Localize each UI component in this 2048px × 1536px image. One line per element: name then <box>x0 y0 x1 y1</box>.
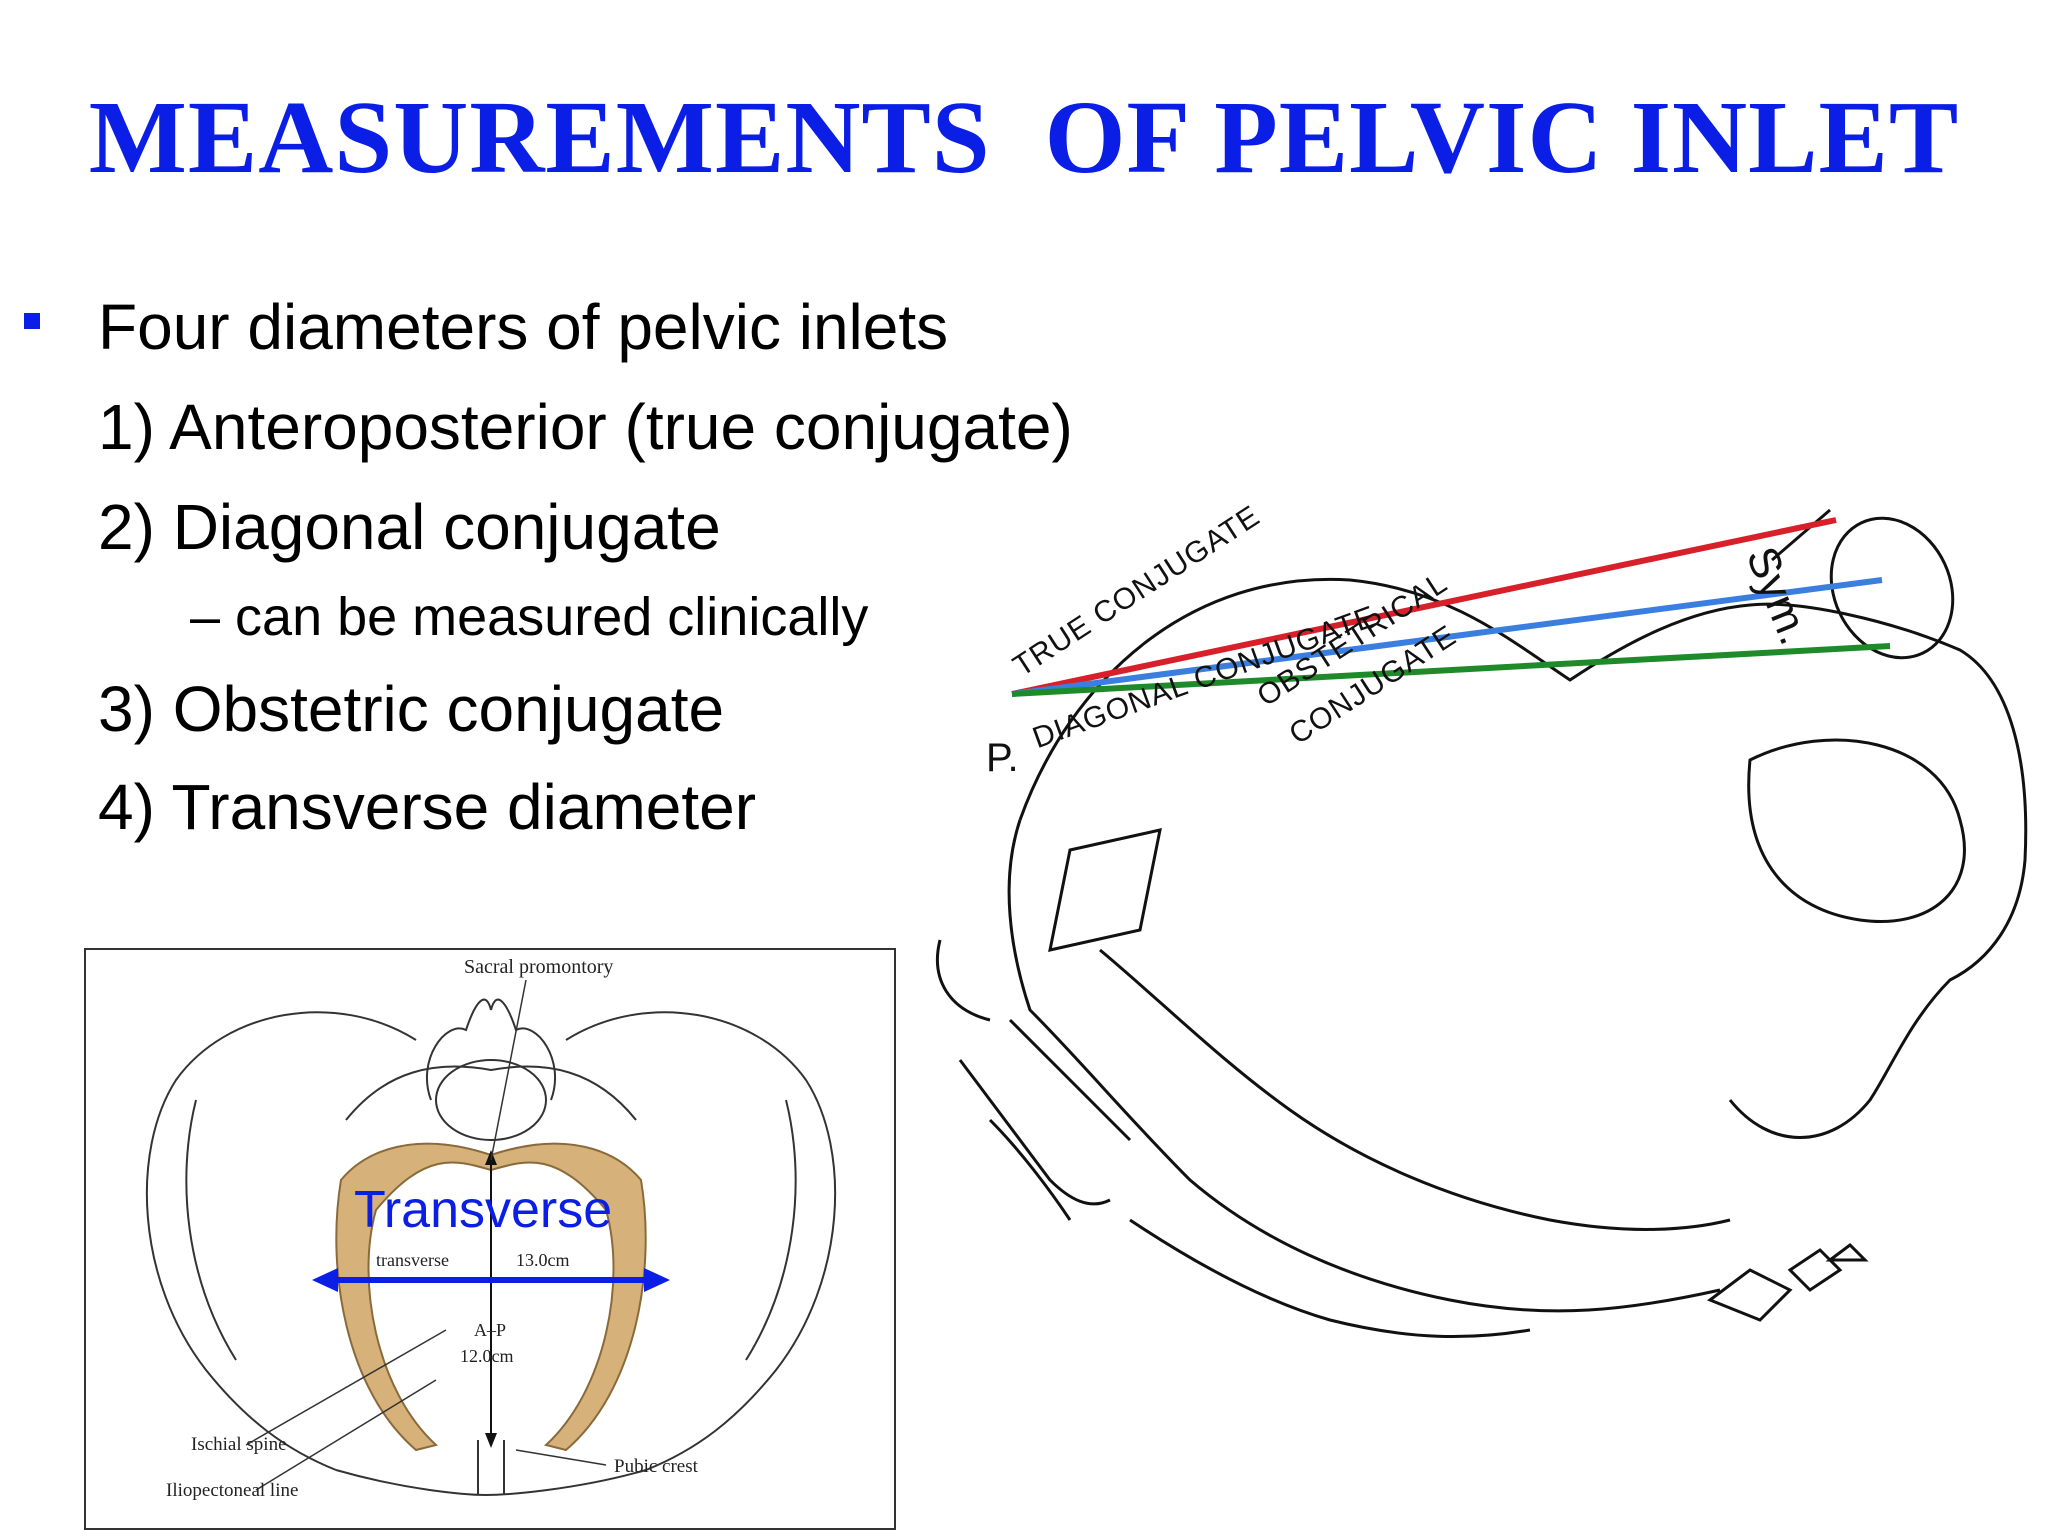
label-ap: A–P <box>474 1320 507 1340</box>
sagittal-pelvis-figure: TRUE CONJUGATE OBSTETRICAL CONJUGATE DIA… <box>930 499 2040 1430</box>
label-ischial-spine: Ischial spine <box>191 1434 287 1455</box>
list-item-transverse: 4) Transverse diameter <box>98 771 757 843</box>
obstetric-conjugate-line <box>1011 577 1883 697</box>
list-subitem-clinical: – can be measured clinically <box>190 587 869 647</box>
label-sacral-promontory: Sacral promontory <box>464 956 614 978</box>
diagonal-conjugate-line <box>1011 643 1891 697</box>
label-transverse: transverse <box>376 1250 449 1270</box>
list-item-diagonal: 2) Diagonal conjugate <box>98 491 721 563</box>
pelvis-top-view-drawing <box>145 979 837 1497</box>
label-iliopectineal-line: Iliopectoneal line <box>166 1480 299 1501</box>
list-item-obstetric: 3) Obstetric conjugate <box>98 673 725 745</box>
list-item-anteroposterior: 1) Anteroposterior (true conjugate) <box>98 391 1073 463</box>
slide-title: MEASUREMENTS OF PELVIC INLET <box>88 80 1960 195</box>
label-transverse-value: 13.0cm <box>516 1250 570 1270</box>
bullet-square-icon <box>24 313 40 329</box>
label-pubic-crest: Pubic crest <box>614 1456 698 1477</box>
label-transverse-overlay: Transverse <box>354 1181 613 1239</box>
label-p: P. <box>986 736 1019 780</box>
label-ap-value: 12.0cm <box>460 1346 514 1366</box>
bullet-main: Four diameters of pelvic inlets <box>98 291 949 363</box>
true-conjugate-line <box>1011 517 1837 697</box>
pelvis-side-view-drawing <box>935 508 2028 1339</box>
pelvic-inlet-figure: Sacral promontory Transverse transverse … <box>84 948 896 1530</box>
inlet-rim-shading <box>335 1142 647 1452</box>
